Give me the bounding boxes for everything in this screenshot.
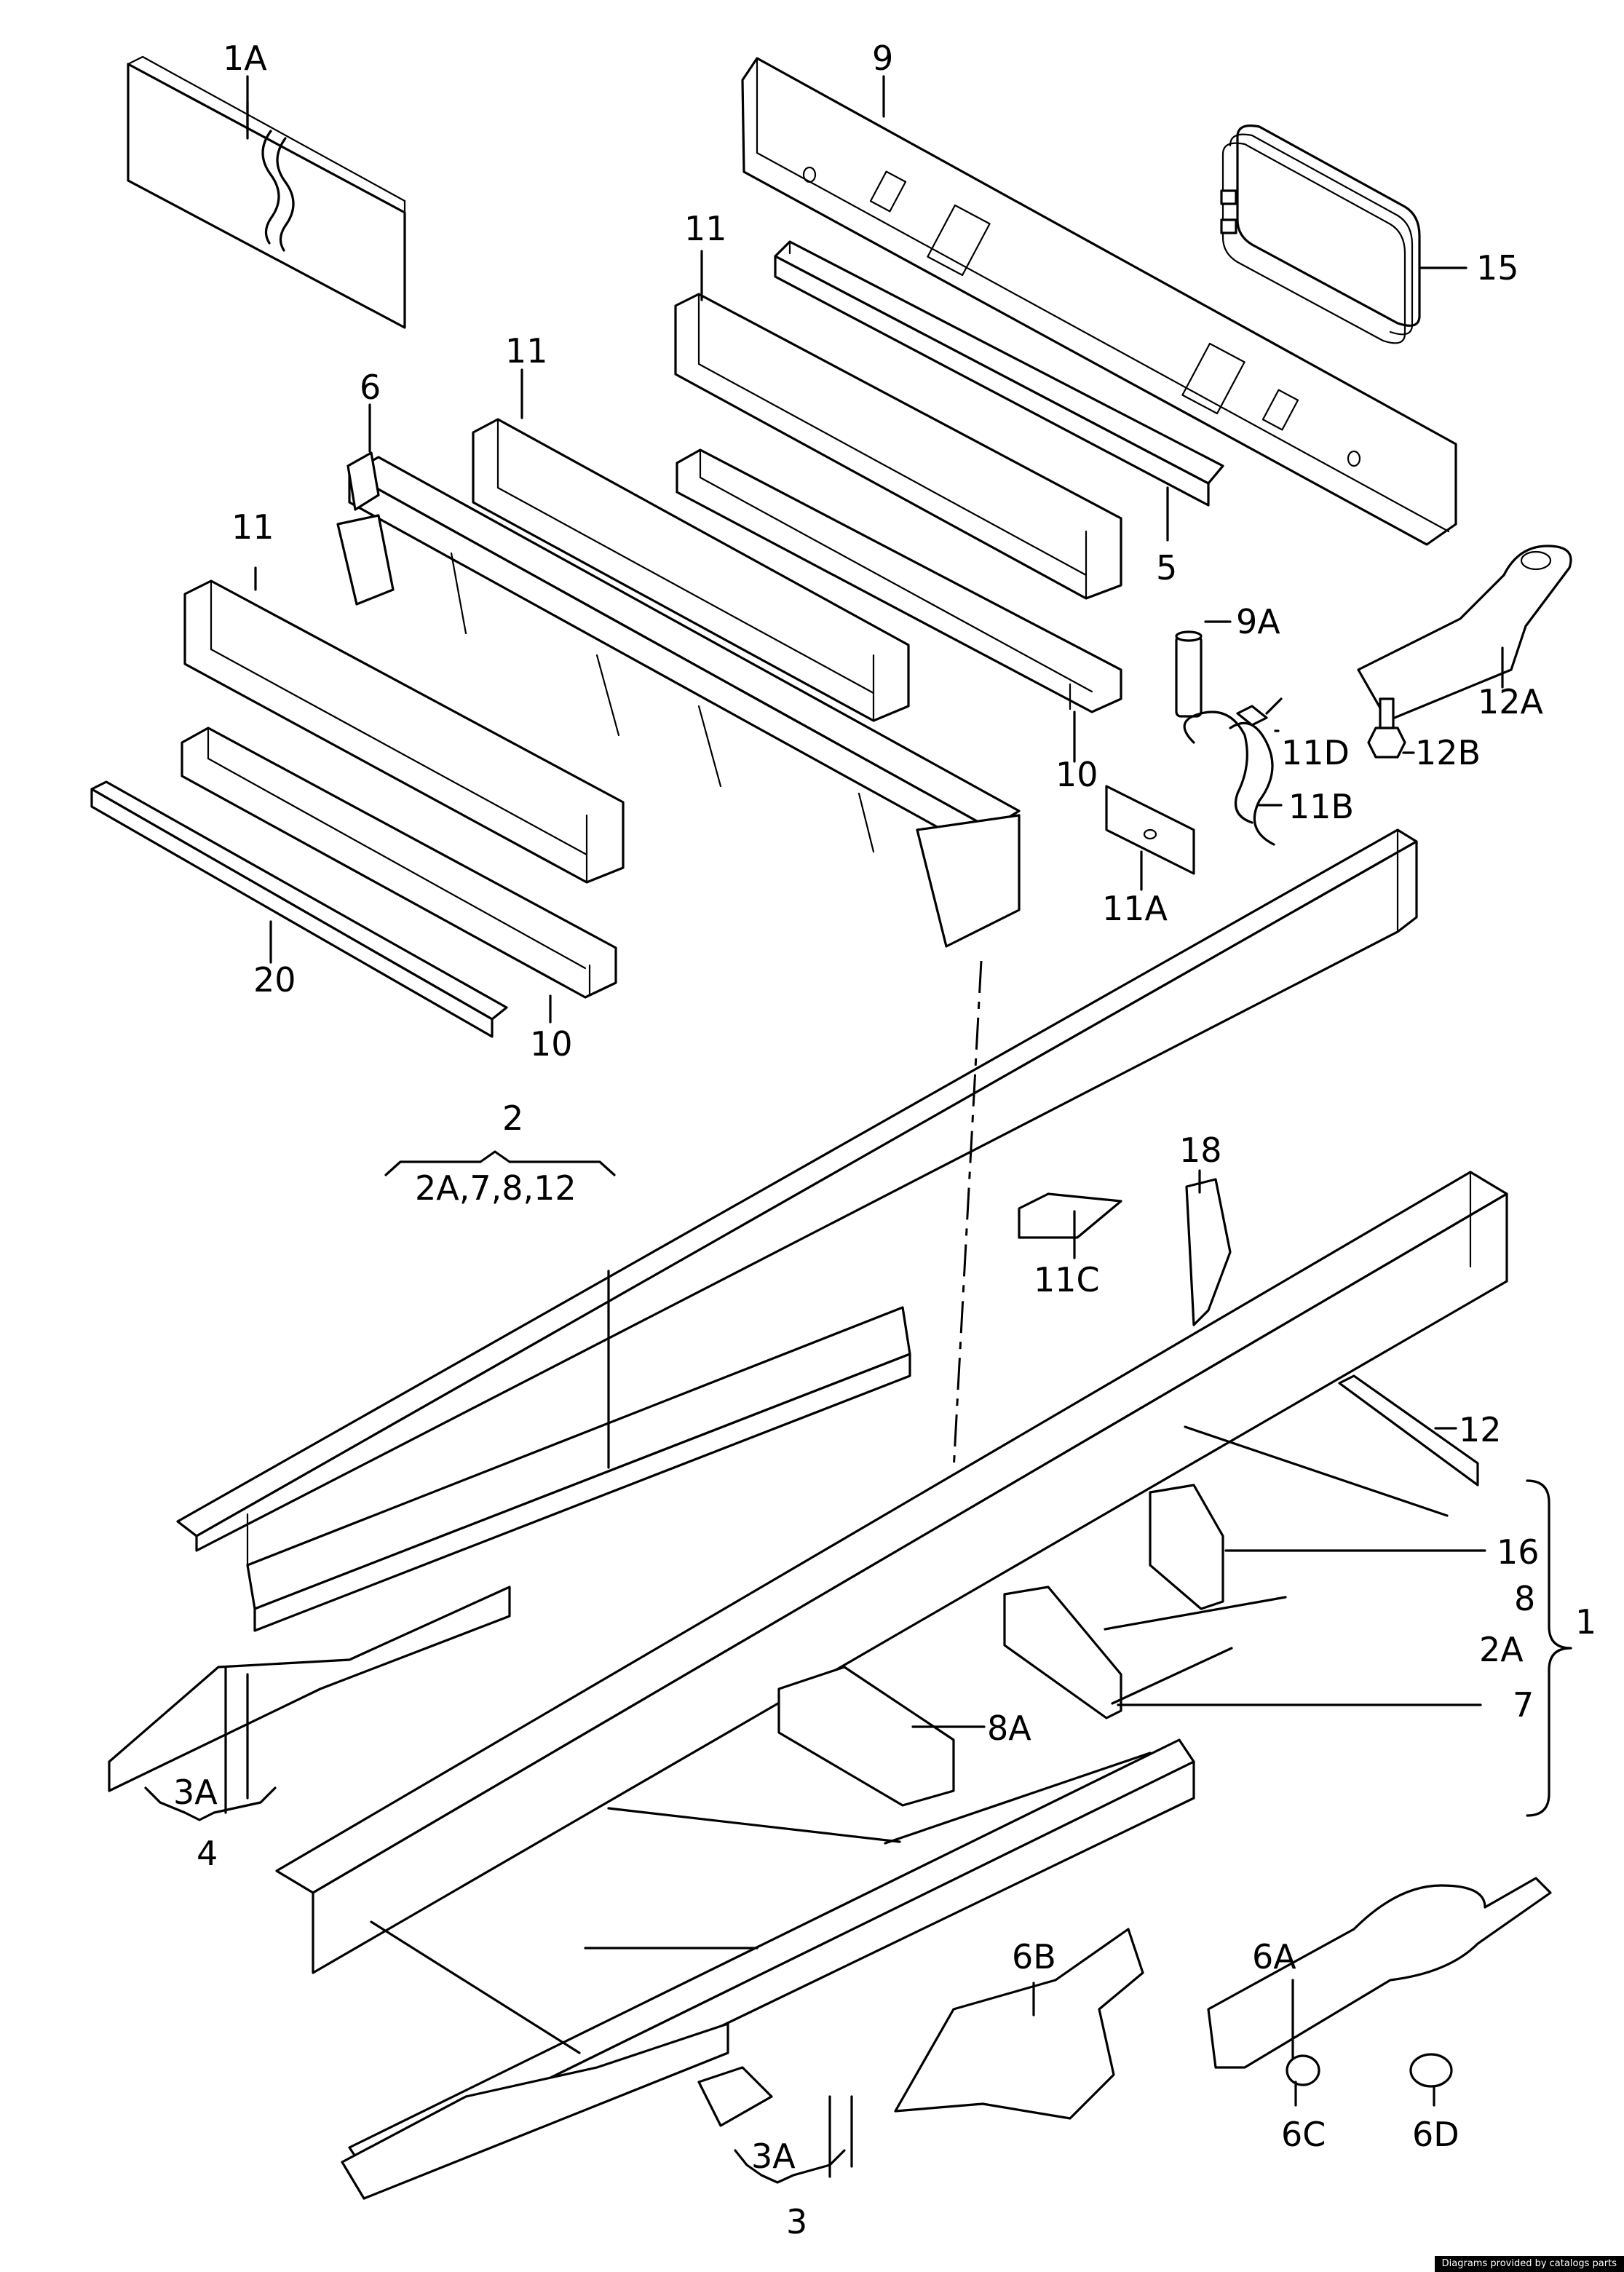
part-18-bracket [1185,1178,1232,1326]
label-11-a: 11 [684,209,727,248]
label-20: 20 [253,960,296,1000]
leader-lines [224,75,1504,2178]
label-12a: 12A [1478,682,1544,721]
part-16-bracket [1149,1484,1224,1610]
part-8-bracket [1003,1586,1122,1719]
part-11b-spring-clip [1183,711,1275,846]
label-1a: 1A [223,39,267,78]
label-12: 12 [1459,1410,1502,1449]
label-18: 18 [1179,1131,1222,1170]
part-6d-cap [1409,2053,1453,2088]
credit-label: Diagrams provided by catalogs parts [1434,2256,1624,2272]
part-6b-plate [894,1928,1144,2120]
label-15: 15 [1476,248,1519,288]
part-8a-bracket [777,1666,955,1807]
label-9: 9 [872,39,893,78]
part-3a-bracket-bottom [697,2066,773,2127]
part-2-inner-rail [108,1306,911,1792]
label-6a: 6A [1252,1937,1296,1976]
label-5: 5 [1156,548,1177,587]
part-1-main-member [275,1171,1508,1974]
part-labels: 1A 9 15 11 11 6 11 5 9A 12A 11D 12B 11B … [173,39,1596,2241]
label-11-c: 11 [231,507,274,547]
label-10-a: 10 [1055,755,1098,794]
label-8: 8 [1514,1579,1535,1618]
part-2-side-member [176,828,1418,1567]
label-11c: 11C [1034,1260,1100,1299]
part-11-channel-middle [472,418,910,722]
part-15-pad [1220,124,1421,344]
label-7: 7 [1513,1685,1534,1725]
part-10-rail-lower [181,727,617,999]
label-11d: 11D [1281,733,1350,772]
label-6b: 6B [1012,1937,1056,1976]
label-10-b: 10 [530,1024,573,1064]
part-20-strip [90,780,508,1038]
part-5-profile [774,240,1224,507]
part-12-strip [1338,1374,1479,1487]
part-10-rail-upper [676,448,1122,713]
part-11c-bracket [1018,1192,1122,1239]
label-6d: 6D [1412,2115,1459,2154]
part-11a-bracket [1105,785,1195,875]
label-3a-bottom: 3A [751,2137,796,2176]
label-2: 2 [502,1099,523,1138]
part-11d-rivet [1236,697,1283,727]
group-brackets [144,1150,1572,2184]
label-16: 16 [1497,1532,1540,1572]
label-6: 6 [360,368,381,407]
label-11a: 11A [1102,889,1168,928]
part-6-cross-member [336,451,1021,948]
label-11b: 11B [1288,787,1354,826]
label-8a: 8A [987,1709,1031,1748]
part-9a-pin [1175,630,1203,718]
part-1a-panel [127,55,406,329]
part-11-channel-upper [674,293,1122,600]
label-3: 3 [786,2202,807,2241]
label-4: 4 [197,1834,218,1873]
part-12a-tow-eye [1357,545,1572,722]
part-3-lower-rail [341,1738,1195,2200]
label-2a: 2A [1479,1630,1524,1669]
part-6c-plug [1286,2054,1320,2086]
label-3a-left: 3A [173,1773,218,1812]
label-11-b: 11 [505,331,548,371]
label-6c: 6C [1281,2115,1326,2154]
label-9a: 9A [1236,602,1280,641]
part-12b-bolt [1367,697,1406,759]
part-11-channel-lower [183,579,625,884]
label-12b: 12B [1415,733,1481,772]
part-9-rear-panel [741,57,1457,546]
label-1: 1 [1575,1602,1596,1642]
label-2-sub: 2A,7,8,12 [415,1168,577,1208]
